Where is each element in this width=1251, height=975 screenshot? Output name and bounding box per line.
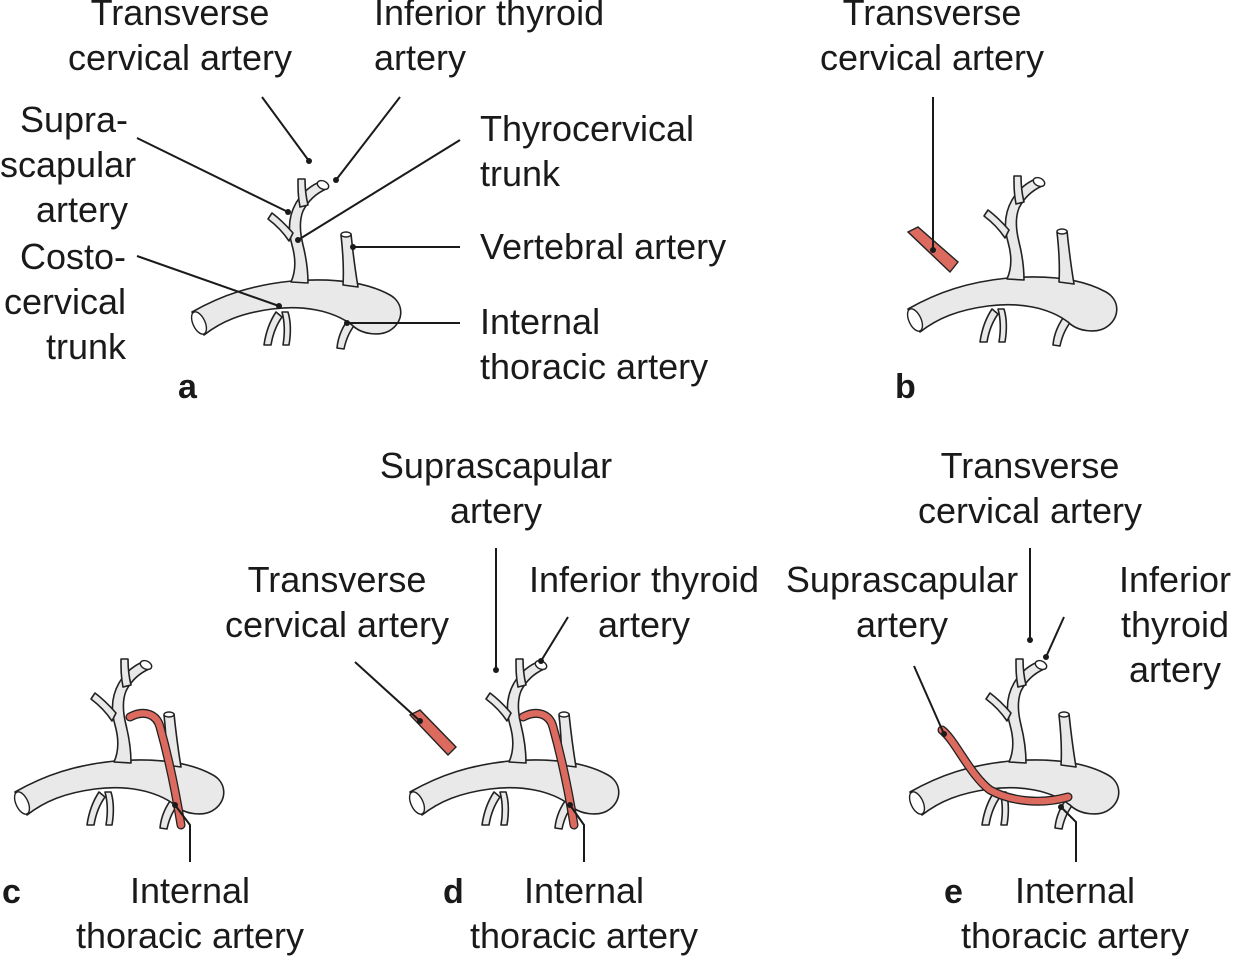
panel-c-drawing [10,658,225,830]
panel-letter-a: a [178,368,197,406]
panel-a-leaders [136,96,461,326]
panel-letter-e: e [944,873,963,911]
panel-d-internal-thoracic-variant [519,710,578,829]
panel-c-internal-thoracic-variant [126,710,185,829]
panel-e-leaders [913,548,1077,862]
panel-d-transverse-cervical-variant [408,709,457,757]
panel-letter-b: b [895,368,916,406]
panel-d-leaders [354,548,585,862]
panel-d-drawing [405,658,620,830]
label-a-vertebral-artery: Vertebral artery [480,226,727,267]
panel-c-leaders [172,802,191,862]
panel-b-leaders [930,97,936,253]
panel-e-suprascapular-variant [938,726,1072,805]
panel-letter-c: c [2,873,21,911]
panel-e-drawing [905,658,1120,830]
panel-b-drawing [903,175,1118,347]
panel-letter-d: d [443,873,464,911]
